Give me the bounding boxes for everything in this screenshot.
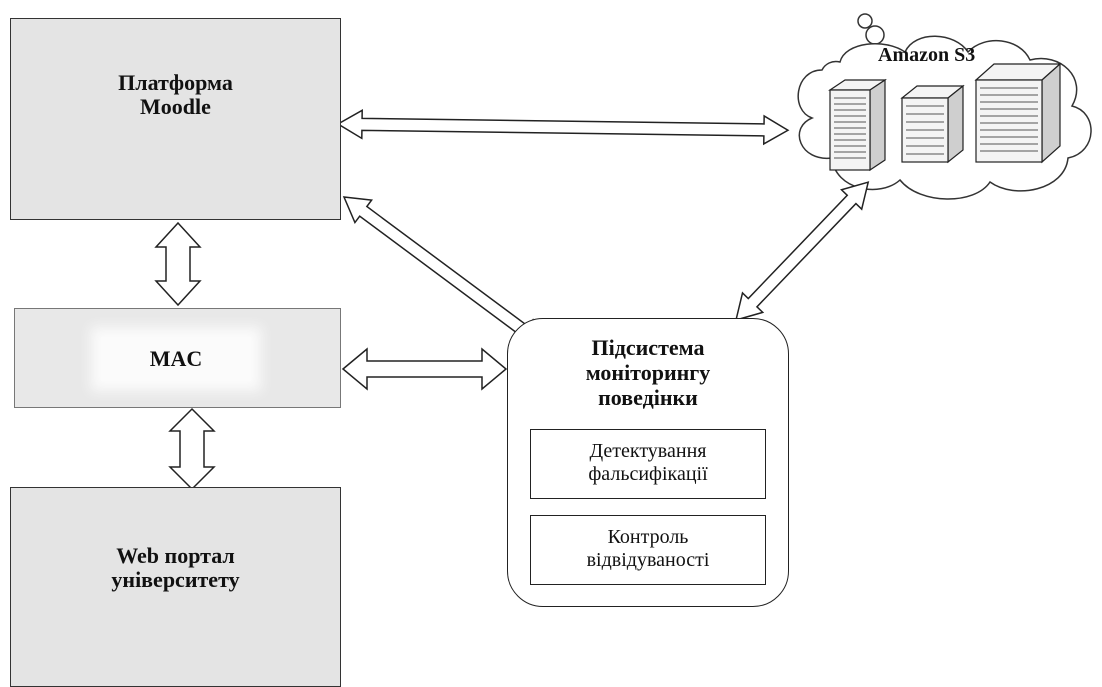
- server-icon: [900, 84, 965, 164]
- arrow-mac-portal: [168, 407, 216, 491]
- moodle-platform-box: Платформа Moodle: [10, 18, 341, 220]
- detection-module-box: Детектування фальсифікації: [530, 429, 766, 499]
- attendance-module-box: Контроль відвідуваності: [530, 515, 766, 585]
- portal-title-line1: Web портал: [116, 543, 235, 568]
- attendance-line2: відвідуваності: [586, 549, 710, 571]
- moodle-title: Платформа Moodle: [11, 71, 340, 119]
- mac-box: MAC: [14, 308, 341, 408]
- attendance-line1: Контроль: [607, 526, 689, 548]
- arrow-moodle-cloud: [336, 109, 790, 146]
- monitoring-subsystem-box: Підсистема моніторингу поведінки Детекту…: [507, 318, 789, 607]
- subsystem-title-line1: Підсистема: [591, 335, 705, 360]
- subsystem-title-line3: поведінки: [598, 385, 698, 410]
- arrow-subsystem-cloud: [734, 181, 870, 322]
- server-icon: [828, 78, 887, 172]
- arrow-moodle-mac: [154, 221, 202, 307]
- web-portal-box: Web портал університету: [10, 487, 341, 687]
- mac-title: MAC: [149, 346, 203, 371]
- subsystem-title-line2: моніторингу: [585, 360, 711, 385]
- detection-line2: фальсифікації: [588, 463, 708, 485]
- moodle-title-line1: Платформа: [118, 70, 233, 95]
- mac-label-panel: MAC: [101, 337, 251, 381]
- arrow-mac-subsystem: [341, 347, 508, 391]
- cloud-label: Amazon S3: [878, 44, 976, 66]
- detection-line1: Детектування: [589, 440, 707, 462]
- subsystem-title: Підсистема моніторингу поведінки: [508, 335, 788, 410]
- moodle-title-line2: Moodle: [140, 94, 211, 119]
- server-icon: [974, 62, 1062, 164]
- portal-title: Web портал університету: [11, 544, 340, 592]
- portal-title-line2: університету: [111, 567, 240, 592]
